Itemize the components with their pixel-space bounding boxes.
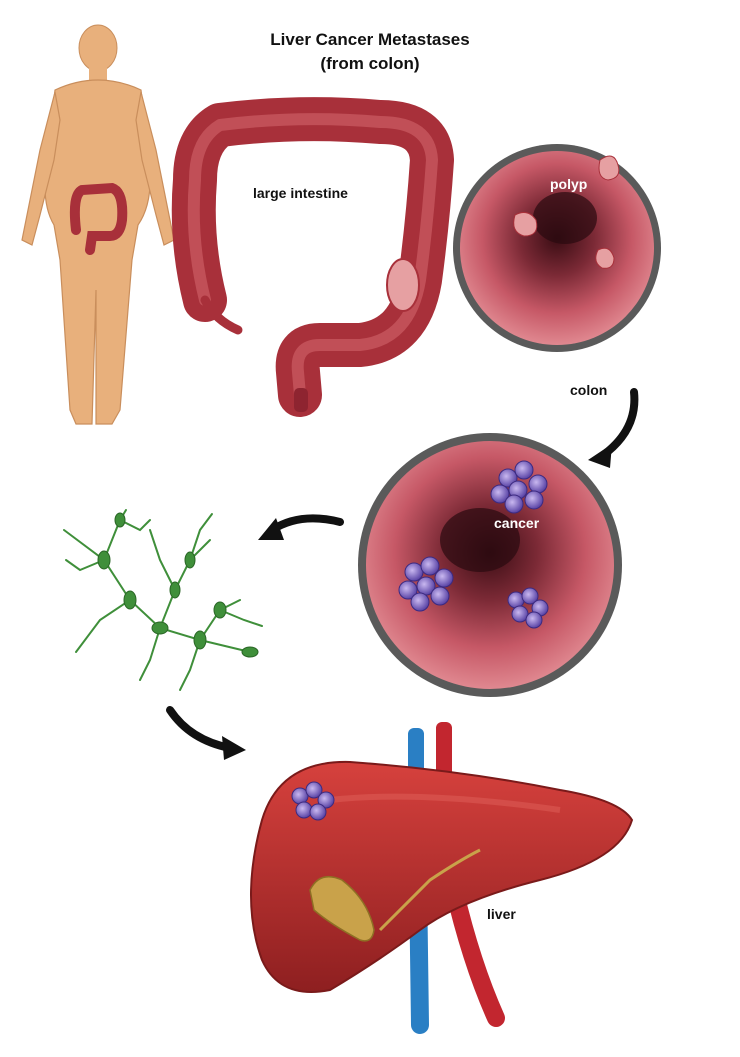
tumor-cluster-icon [490, 460, 548, 514]
label-large-intestine: large intestine [253, 185, 348, 201]
body-intestine-icon [69, 182, 128, 255]
liver-illustration [250, 722, 634, 1034]
gallbladder-icon [309, 875, 375, 942]
arrow-cancer-to-lymph-icon [258, 514, 344, 540]
tumor-cluster-icon [507, 587, 549, 629]
large-intestine-illustration [171, 97, 454, 417]
arrow-lymph-to-liver-icon [166, 706, 246, 760]
lymphatic-network-illustration [63, 509, 263, 691]
label-colon: colon [570, 382, 608, 398]
diagram-title: Liver Cancer Metastases (from colon) [220, 28, 520, 76]
label-cancer: cancer [494, 515, 540, 531]
title-line-1: Liver Cancer Metastases [270, 30, 470, 49]
lymph-node-icon [97, 512, 259, 658]
arrow-colon-to-cancer-icon [588, 388, 639, 468]
tumor-cluster-icon [291, 781, 335, 821]
title-line-2: (from colon) [320, 54, 420, 73]
human-body-figure [21, 24, 175, 425]
label-polyp: polyp [550, 176, 588, 192]
polyp-icon [513, 155, 620, 269]
colon-polyp-cross-section [453, 144, 661, 352]
colon-cancer-cross-section [358, 433, 622, 697]
label-liver: liver [487, 906, 516, 922]
tumor-cluster-icon [398, 556, 454, 612]
